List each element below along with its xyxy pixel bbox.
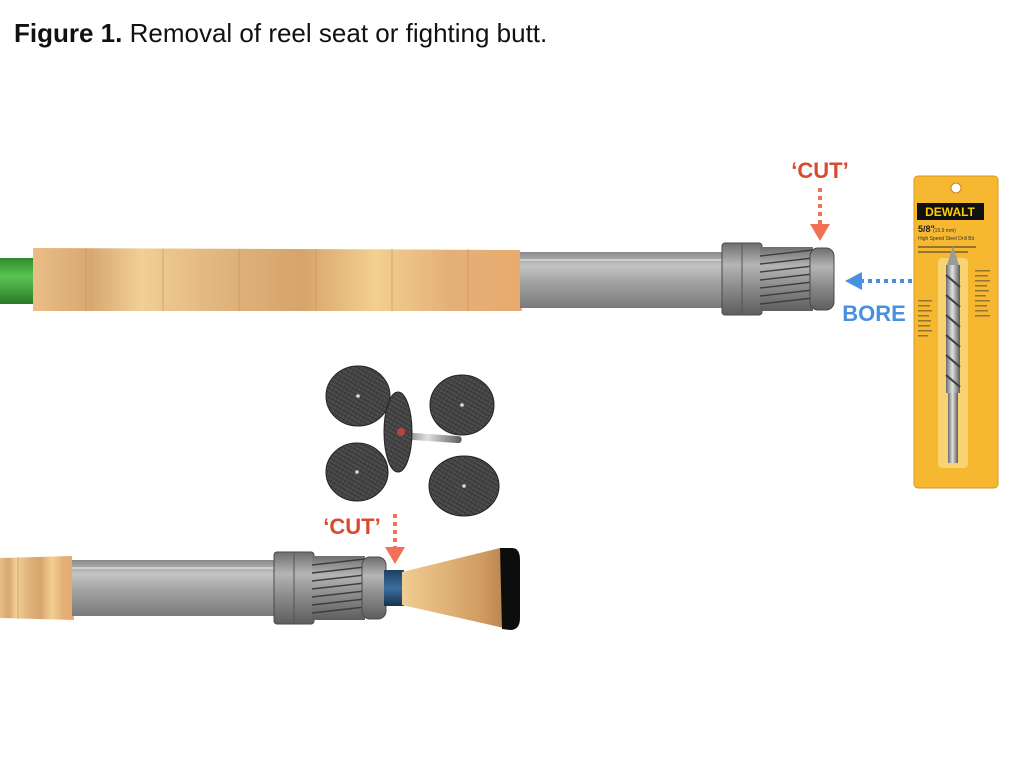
mandrel-shaft <box>399 432 462 444</box>
cut-marker-bottom: ‘CUT’ <box>323 514 405 564</box>
threads-top <box>759 249 814 305</box>
bore-marker: BORE <box>842 272 912 326</box>
package-fine-print <box>918 246 990 337</box>
figure-label: Figure 1. <box>14 18 123 48</box>
cut-marker-top: ‘CUT’ <box>791 158 849 241</box>
cork-seams-top <box>85 249 469 311</box>
brand-logo-text: DEWALT <box>925 205 975 219</box>
drill-bit-shank <box>948 393 958 463</box>
reel-seat-tube-bottom <box>72 560 277 616</box>
cork-grip-bottom <box>0 556 74 620</box>
fighting-butt-ferrule <box>384 570 404 606</box>
drill-bit-package: DEWALT 5/8" (15.9 mm) High Speed Steel D… <box>913 175 999 489</box>
package-size: 5/8" <box>918 224 935 234</box>
lock-nut-bottom <box>361 556 387 620</box>
cut-arrow-head-top <box>810 224 830 241</box>
cut-label-top: ‘CUT’ <box>791 158 848 183</box>
drill-bit-tip <box>947 246 959 265</box>
threads-bottom <box>311 558 366 614</box>
cork-grip-top <box>33 248 522 311</box>
package-product: High Speed Steel Drill Bit <box>918 236 975 242</box>
reel-seat-tube-top <box>520 252 725 308</box>
rod-blank-green <box>0 258 36 304</box>
bore-arrow-head <box>845 272 862 290</box>
drill-bit-spirals <box>945 274 961 388</box>
figure-caption: Figure 1. Removal of reel seat or fighti… <box>14 18 547 49</box>
brand-badge <box>917 203 984 220</box>
figure-caption-text: Removal of reel seat or fighting butt. <box>129 18 548 48</box>
cutoff-wheels <box>325 365 500 517</box>
lock-nut-top <box>809 247 835 311</box>
fighting-butt-cork <box>402 548 504 628</box>
mandrel-screw <box>397 428 405 436</box>
cut-arrow-head-bottom <box>385 547 405 564</box>
package-metric: (15.9 mm) <box>933 228 956 234</box>
bore-label: BORE <box>842 301 906 326</box>
cut-label-bottom: ‘CUT’ <box>323 514 380 539</box>
bottom-rod-assembly <box>0 548 520 630</box>
fighting-butt-cap <box>500 548 520 630</box>
top-rod-assembly <box>0 242 835 316</box>
hang-hole <box>950 182 962 194</box>
